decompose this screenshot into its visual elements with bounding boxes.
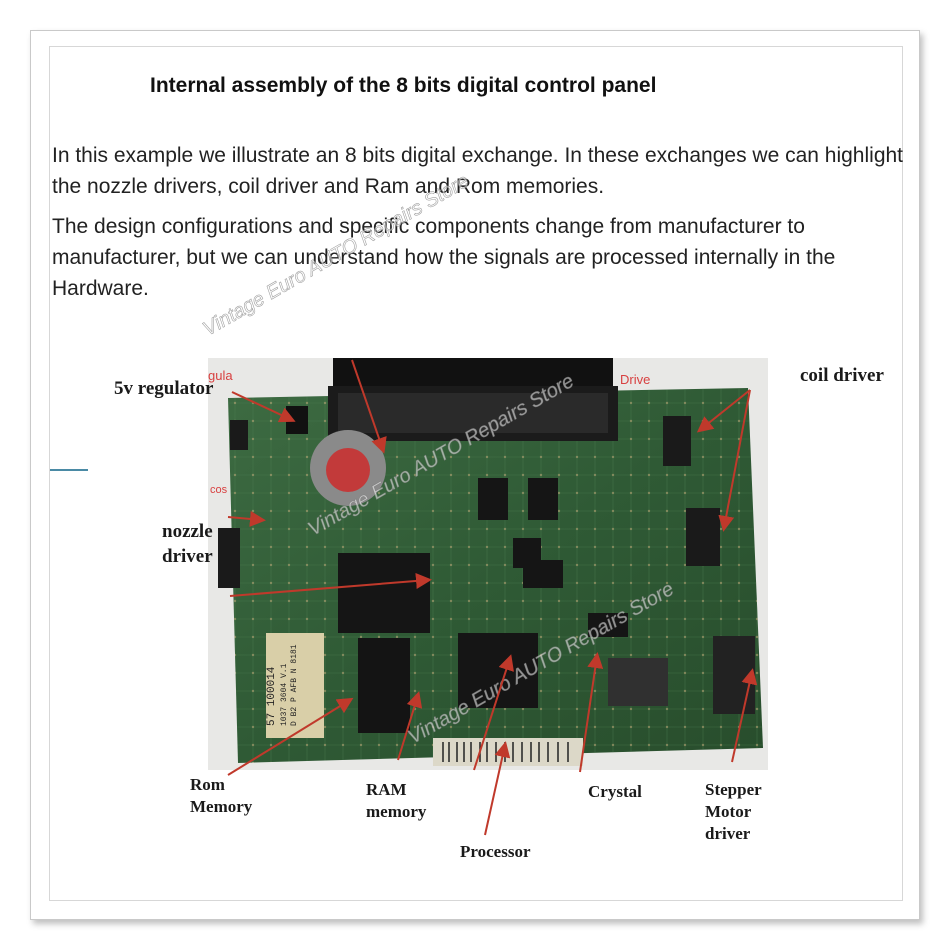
- arrow-nozzle-1: [227, 510, 266, 527]
- decorative-line: [50, 469, 88, 471]
- arrow-processor-chip: [473, 654, 514, 771]
- chip-print-line-2: 1037 3604 V.1: [280, 663, 289, 726]
- arrow-coil-1: [696, 389, 751, 433]
- arrow-processor-label: [484, 741, 511, 836]
- label-coil-driver: coil driver: [800, 365, 884, 386]
- chip-print-line-3: D B2 P AFB N 8181: [290, 644, 299, 726]
- arrow-coil-2: [718, 389, 751, 532]
- label-5v-regulator: 5v regulator: [114, 378, 214, 399]
- chip-print-line-1: 57 100014: [266, 666, 278, 726]
- arrow-ram: [397, 691, 423, 761]
- connector-pins: [338, 393, 608, 433]
- arrow-crystal: [579, 652, 604, 773]
- arrow-connector: [351, 359, 387, 454]
- arrow-rom: [227, 697, 354, 776]
- label-stepper-line3: driver: [705, 824, 751, 843]
- paragraph-design: The design configurations and specific c…: [52, 215, 836, 300]
- paragraph-intro: In this example we illustrate an 8 bits …: [52, 144, 904, 198]
- document-inner-border: [49, 46, 903, 901]
- label-processor: Processor: [460, 842, 531, 861]
- circuit-board-photo: gula Drive cos 57 100014 1037 3604 V.1 D…: [208, 358, 768, 770]
- label-crystal: Crystal: [588, 782, 642, 801]
- board-print-left: cos: [210, 484, 228, 496]
- arrow-regulator: [231, 391, 296, 423]
- label-stepper-line1: Stepper: [705, 780, 762, 799]
- page-title: Internal assembly of the 8 bits digital …: [150, 74, 657, 97]
- arrow-stepper: [731, 668, 758, 763]
- board-print-top-left: gula: [208, 368, 233, 383]
- label-stepper-line2: Motor: [705, 802, 752, 821]
- board-print-top-right: Drive: [620, 372, 650, 387]
- arrow-nozzle-2: [229, 572, 432, 597]
- label-nozzle-driver-line1: nozzle: [162, 521, 213, 542]
- label-nozzle-driver-line2: driver: [162, 546, 213, 567]
- label-rom-line1: Rom: [190, 775, 225, 794]
- label-ram-line2: memory: [366, 802, 427, 821]
- label-rom-line2: Memory: [190, 797, 253, 816]
- label-ram-line1: RAM: [366, 780, 407, 799]
